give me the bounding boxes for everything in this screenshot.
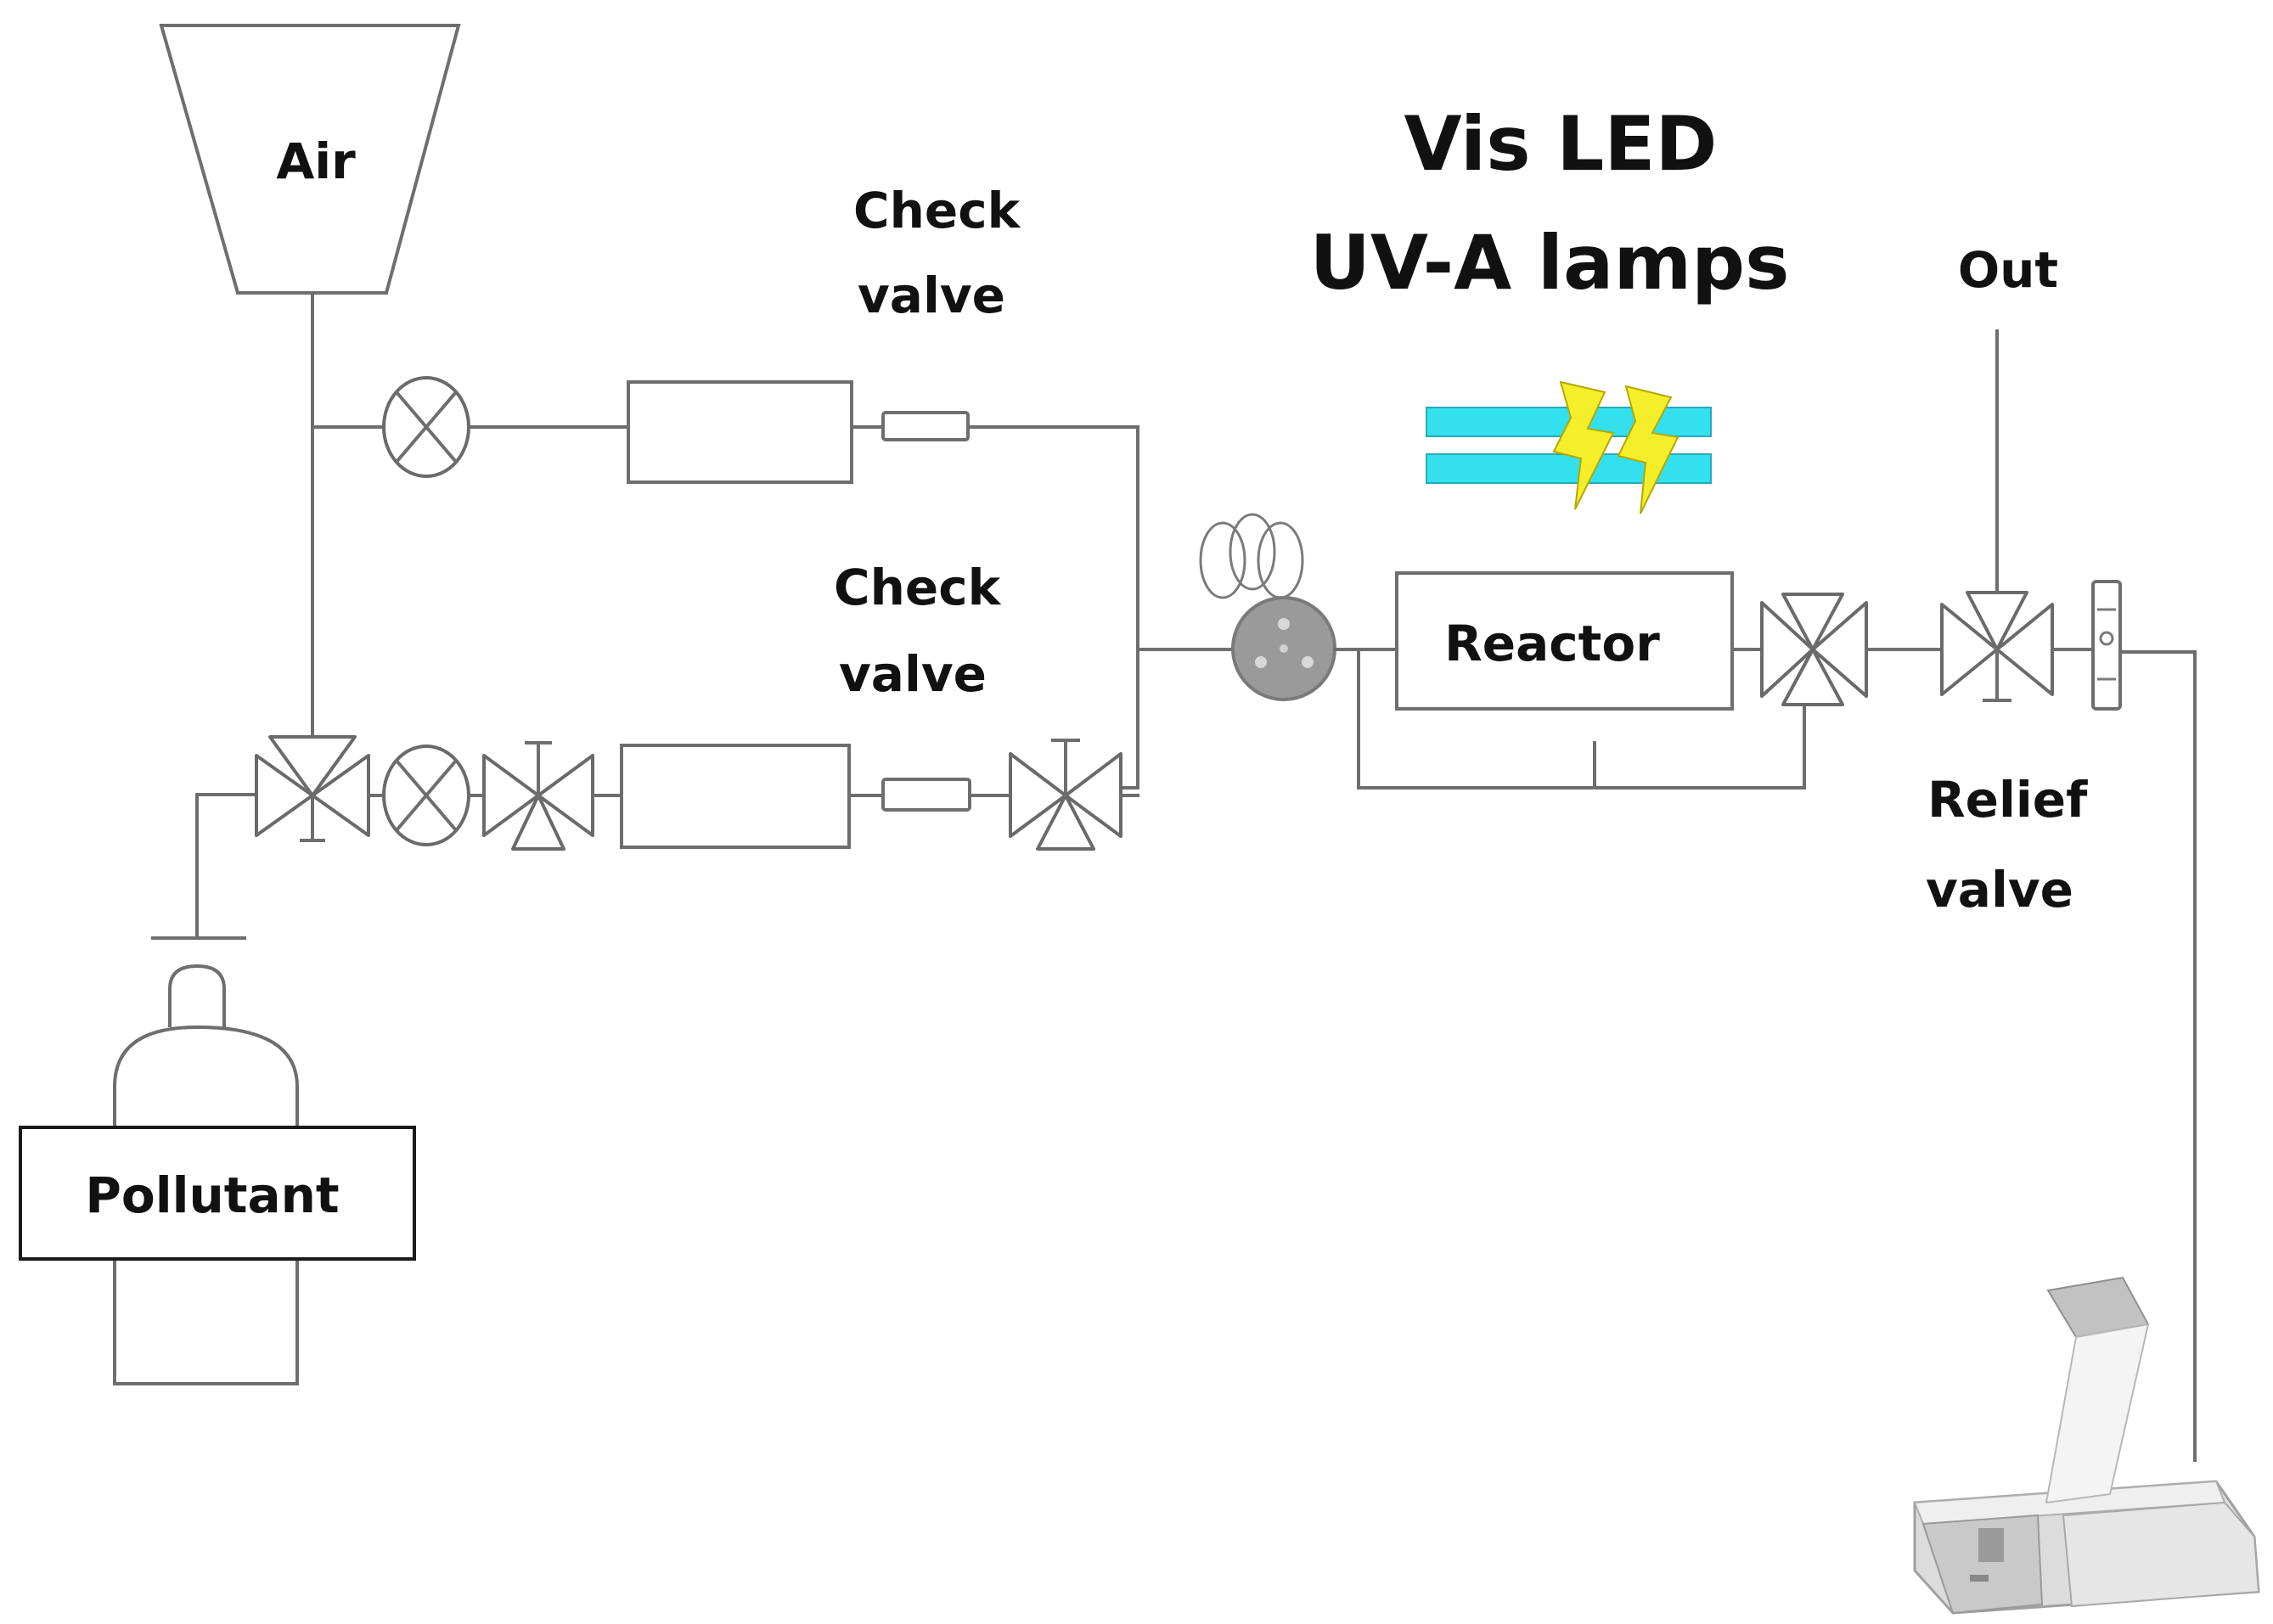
- three-way-valve-3-icon: [1940, 591, 2054, 702]
- analyzer-instrument-icon: [1913, 1276, 2260, 1615]
- air-label: Air: [276, 132, 356, 190]
- reactor: [1395, 571, 1734, 711]
- gas-mixer-icon: [1199, 513, 1336, 701]
- pollutant-label-box: Pollutant: [19, 1126, 416, 1261]
- lamps-title-line2: UV-A lamps: [1309, 219, 1789, 306]
- relief-valve-icon: [2091, 580, 2122, 711]
- saturator-bottom: [620, 744, 851, 849]
- relief-valve-label: Relief valve: [1926, 771, 2105, 919]
- out-label: Out: [1958, 241, 2058, 299]
- flowmeter-bottom-icon: [382, 745, 470, 846]
- three-way-valve-2-icon: [1760, 593, 1868, 706]
- lightning-bolt-icon: [1552, 380, 1679, 514]
- reactor-block: Reactor: [1357, 571, 1806, 790]
- check-valve-top-label: Check valve: [853, 182, 1037, 324]
- pollutant-label: Pollutant: [85, 1166, 339, 1224]
- reactor-label: Reactor: [1444, 615, 1660, 672]
- air-source: Air: [159, 24, 461, 295]
- three-way-valve-1-icon: [255, 735, 370, 842]
- needle-valve-1-icon: [482, 741, 594, 851]
- bottom-branch: [195, 648, 1139, 940]
- top-branch: [311, 376, 1139, 790]
- check-valve-mid-label: Check valve: [834, 559, 1017, 703]
- lamps-title-line1: Vis LED: [1404, 100, 1718, 188]
- check-valve-mid-icon: [881, 778, 971, 812]
- analyzer-pipe: [2118, 650, 2197, 1462]
- saturator-top: [627, 380, 853, 484]
- needle-valve-2-icon: [1009, 739, 1122, 851]
- check-valve-top-icon: [881, 411, 970, 441]
- flowmeter-top-icon: [382, 376, 470, 478]
